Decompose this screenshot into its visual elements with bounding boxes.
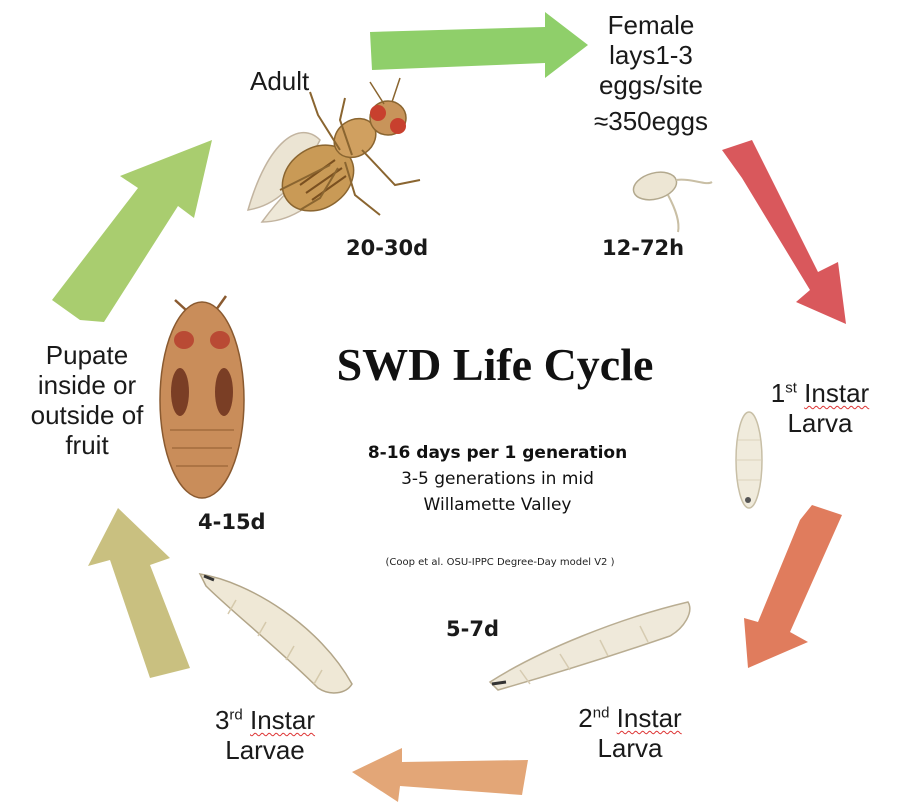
arrow-second-to-third-instar [352,748,528,802]
first-instar-ordinal: 1 [771,378,785,408]
adult-label: Adult [250,66,309,96]
third-instar-larva-illustration [200,574,352,693]
region-line: Willamette Valley [290,495,705,515]
first-instar-word: Instar [804,378,869,408]
pupa-label-line4: fruit [12,430,162,460]
second-instar-ordinal: 2 [578,703,592,733]
egg-illustration [630,168,712,232]
eggs-label-line2: lays1-3 [566,40,736,70]
third-instar-word: Instar [250,705,315,735]
arrow-eggs-to-first-instar [722,140,846,324]
arrow-adult-to-eggs [370,12,588,78]
pupa-illustration [160,296,244,498]
pupa-duration: 4-15d [198,510,266,534]
eggs-label-line3: eggs/site [566,70,736,100]
third-instar-ordinal: 3 [215,705,229,735]
first-instar-sup: st [785,379,797,396]
generation-duration: 8-16 days per 1 generation [290,443,705,463]
citation: (Coop et al. OSU-IPPC Degree-Day model V… [290,557,710,568]
pupa-label-line2: inside or [12,370,162,400]
pupa-label-line1: Pupate [12,340,162,370]
first-instar-label: 1st Instar Larva [745,378,895,438]
generations-line: 3-5 generations in mid [290,469,705,489]
pupa-label-line3: outside of [12,400,162,430]
third-instar-label: 3rd Instar Larvae [190,705,340,765]
adult-duration: 20-30d [346,236,428,260]
second-instar-sup: nd [593,704,610,721]
eggs-count: ≈350eggs [566,106,736,136]
pupa-label: Pupate inside or outside of fruit [12,340,162,460]
arrow-first-to-second-instar [744,505,842,668]
adult-fly-illustration [248,78,420,224]
second-instar-word: Instar [617,703,682,733]
third-instar-sup: rd [229,706,242,723]
second-instar-label: 2nd Instar Larva [555,703,705,763]
eggs-duration: 12-72h [602,236,684,260]
second-instar-larva-illustration [490,602,690,690]
second-instar-line2: Larva [555,733,705,763]
eggs-label-line1: Female [566,10,736,40]
diagram-title: SWD Life Cycle [285,338,705,391]
eggs-label: Female lays1-3 eggs/site ≈350eggs [566,10,736,136]
third-instar-line2: Larvae [190,735,340,765]
arrow-third-to-pupa [88,508,190,678]
arrow-pupa-to-adult [52,140,212,322]
first-instar-line2: Larva [745,408,895,438]
second-instar-duration: 5-7d [446,617,499,641]
